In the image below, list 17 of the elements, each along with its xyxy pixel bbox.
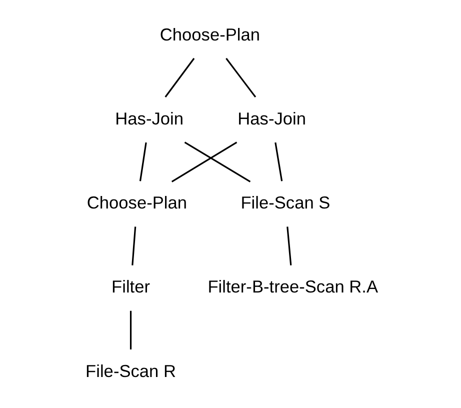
- connector: [286, 226, 292, 266]
- connector: [131, 226, 136, 266]
- connector: [170, 142, 237, 182]
- connector: [274, 142, 282, 182]
- node-text: Choose-Plan: [86, 192, 187, 213]
- node-text: Has-Join: [237, 108, 306, 128]
- node-text: File-Scan R: [85, 360, 176, 381]
- node-text: Filter-B-tree-Scan R.A: [207, 276, 378, 297]
- connector: [164, 58, 194, 98]
- node-text: File-Scan S: [240, 192, 330, 213]
- node-text: Filter: [111, 276, 150, 297]
- connector: [138, 142, 146, 182]
- connector: [129, 310, 132, 350]
- connector: [184, 142, 250, 182]
- node-text: Has-Join: [114, 108, 183, 128]
- connector: [225, 58, 256, 98]
- node-text: Choose-Plan: [159, 24, 260, 44]
